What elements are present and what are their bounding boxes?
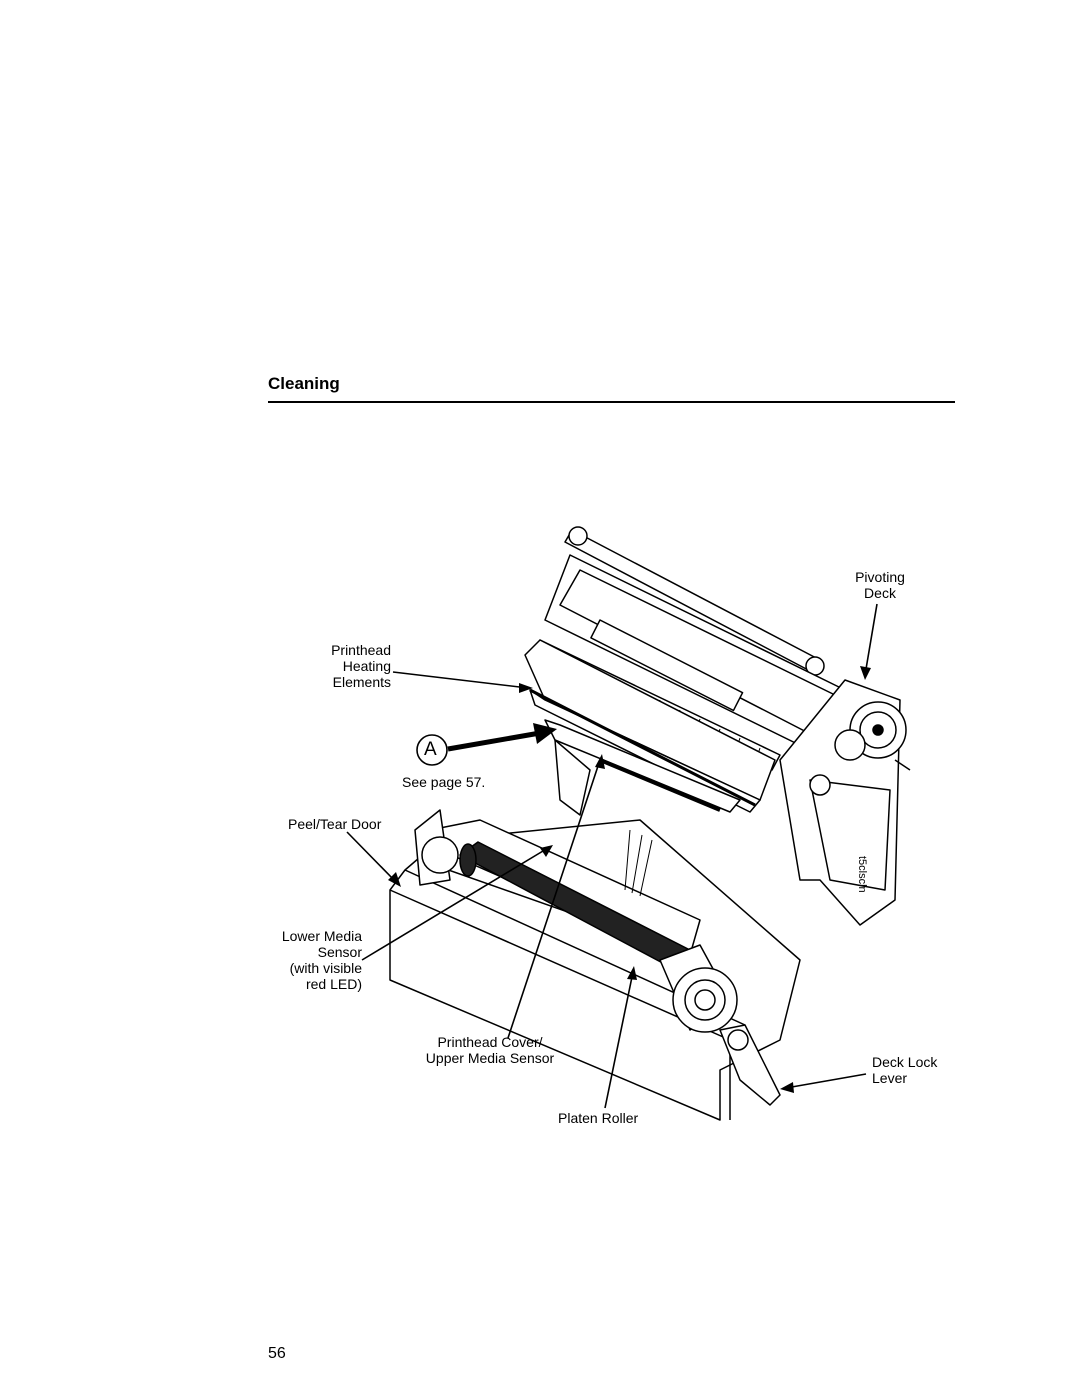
label-lower-media-sensor: Lower Media Sensor (with visible red LED… [281,928,362,992]
figure-id: t5clscln [856,856,868,893]
label-printhead-heating-elements: Printhead Heating Elements [331,642,391,690]
section-rule [268,401,955,403]
see-page-link[interactable]: See page 57. [402,774,486,790]
label-platen-roller: Platen Roller [558,1110,639,1126]
section-title: Cleaning [268,374,340,393]
label-peel-tear-door: Peel/Tear Door [288,816,382,832]
label-pivoting-deck: Pivoting Deck [855,569,905,601]
label-deck-lock-lever: Deck Lock Lever [872,1054,938,1086]
printer-illustration [346,526,911,1121]
callout-letter: A [424,739,437,760]
page-number: 56 [268,1345,286,1362]
label-printhead-cover: Printhead Cover/ Upper Media Sensor [425,1034,555,1066]
